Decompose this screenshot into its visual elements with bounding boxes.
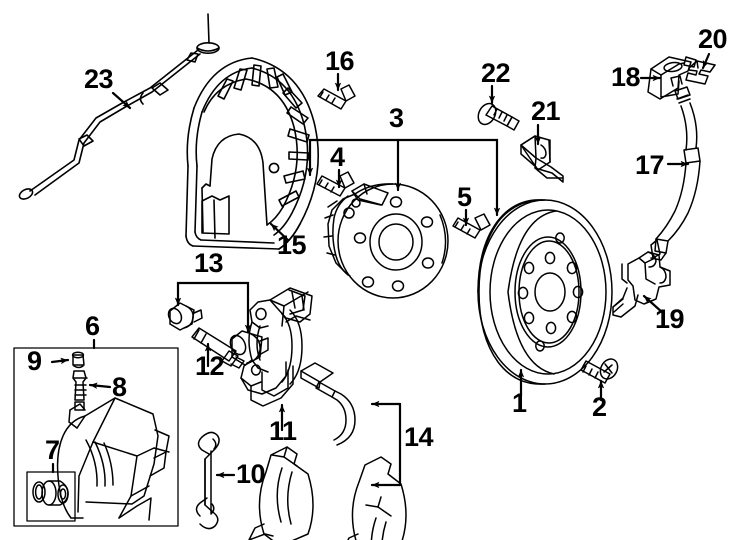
part-rotor-screw-2 <box>580 358 619 384</box>
callout-label-1[interactable]: 1 <box>512 388 527 418</box>
callout-label-3[interactable]: 3 <box>389 103 404 133</box>
part-brake-rotor-1 <box>477 199 613 385</box>
part-sensor-bracket-19 <box>612 251 671 318</box>
leader-15 <box>269 222 290 242</box>
part-caliper-group-box-6 <box>13 347 179 527</box>
callout-label-16[interactable]: 16 <box>325 46 355 76</box>
callout-label-9[interactable]: 9 <box>27 346 42 376</box>
part-piston-seal-7 <box>32 480 69 506</box>
part-bleeder-cap-9 <box>71 351 85 369</box>
callout-label-18[interactable]: 18 <box>611 62 641 92</box>
callout-label-21[interactable]: 21 <box>531 96 561 126</box>
part-caliper-body <box>56 397 170 521</box>
part-hose-bracket-18 <box>647 56 697 100</box>
part-bolt-22 <box>477 102 520 131</box>
leader-19 <box>642 294 665 315</box>
part-guide-pin-12 <box>191 327 245 369</box>
leader-13-bracket <box>176 281 250 296</box>
callout-label-17[interactable]: 17 <box>635 150 665 180</box>
part-abs-sensor-harness <box>18 13 220 200</box>
leader-3-bracket <box>308 138 499 157</box>
leader-9 <box>50 357 70 365</box>
callout-label-6[interactable]: 6 <box>85 311 100 341</box>
part-bolt-5 <box>452 213 491 239</box>
callout-label-12[interactable]: 12 <box>195 351 225 381</box>
leader-8 <box>88 382 112 389</box>
callout-label-23[interactable]: 23 <box>84 64 114 94</box>
part-bolt-16 <box>317 84 356 110</box>
callout-label-14[interactable]: 14 <box>404 422 434 452</box>
callout-label-8[interactable]: 8 <box>112 372 127 402</box>
part-brake-hose-17 <box>650 75 701 261</box>
callout-label-2[interactable]: 2 <box>592 392 607 422</box>
callout-label-13[interactable]: 13 <box>194 248 224 278</box>
callout-label-22[interactable]: 22 <box>481 58 511 88</box>
part-bolt-4 <box>316 171 355 197</box>
callout-label-7[interactable]: 7 <box>45 435 60 465</box>
part-wheel-hub-3 <box>323 183 449 299</box>
callout-label-11[interactable]: 11 <box>269 416 297 446</box>
callout-label-5[interactable]: 5 <box>457 182 472 212</box>
part-pad-spring-10 <box>195 431 220 530</box>
callout-label-19[interactable]: 19 <box>655 304 685 334</box>
part-retaining-clip-20 <box>685 60 716 85</box>
leader-20 <box>701 52 711 70</box>
part-guide-bushing-13b <box>229 330 269 366</box>
part-guide-bushing-13a <box>167 302 203 331</box>
part-dust-shield <box>185 57 319 250</box>
callout-label-4[interactable]: 4 <box>330 142 345 172</box>
part-wheel-speed-sensor-21 <box>520 135 564 183</box>
leader-23 <box>111 91 132 110</box>
part-caliper-bracket-11 <box>240 287 313 407</box>
callout-label-20[interactable]: 20 <box>698 24 728 54</box>
callout-label-10[interactable]: 10 <box>236 459 266 489</box>
callout-label-15[interactable]: 15 <box>277 230 307 260</box>
